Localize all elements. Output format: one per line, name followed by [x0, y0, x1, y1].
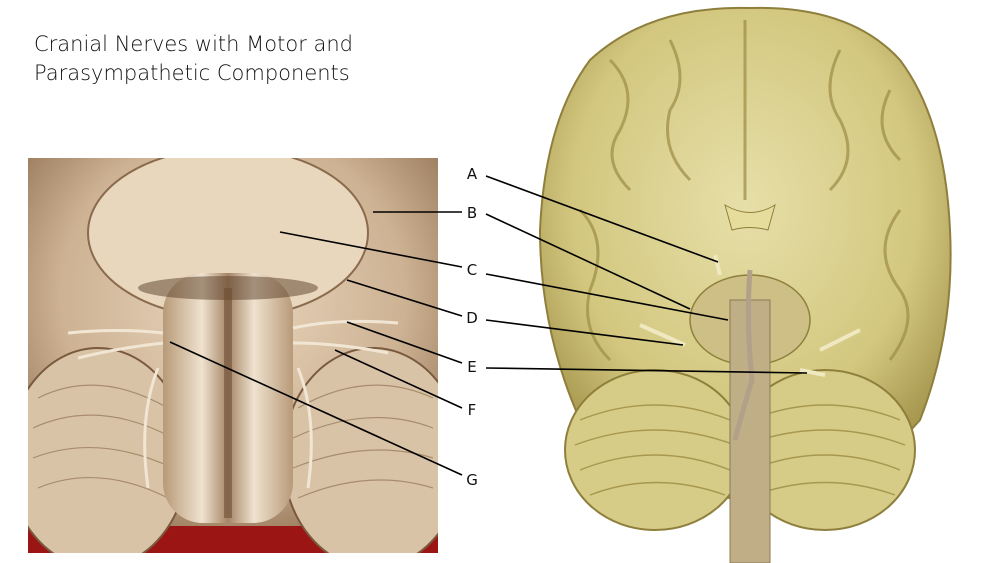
label-e: E [467, 358, 477, 376]
label-c: C [466, 261, 478, 279]
title-line-1: Cranial Nerves with Motor and [34, 32, 354, 56]
label-a: A [466, 165, 478, 183]
brain-inferior-view-photo [520, 0, 970, 563]
label-f: F [467, 401, 477, 419]
label-d: D [466, 309, 478, 327]
label-g: G [466, 471, 478, 489]
slide-title: Cranial Nerves with Motor and Parasympat… [34, 30, 353, 88]
brainstem-closeup-photo [28, 158, 438, 553]
label-b: B [466, 204, 478, 222]
title-line-2: Parasympathetic Components [34, 61, 350, 85]
